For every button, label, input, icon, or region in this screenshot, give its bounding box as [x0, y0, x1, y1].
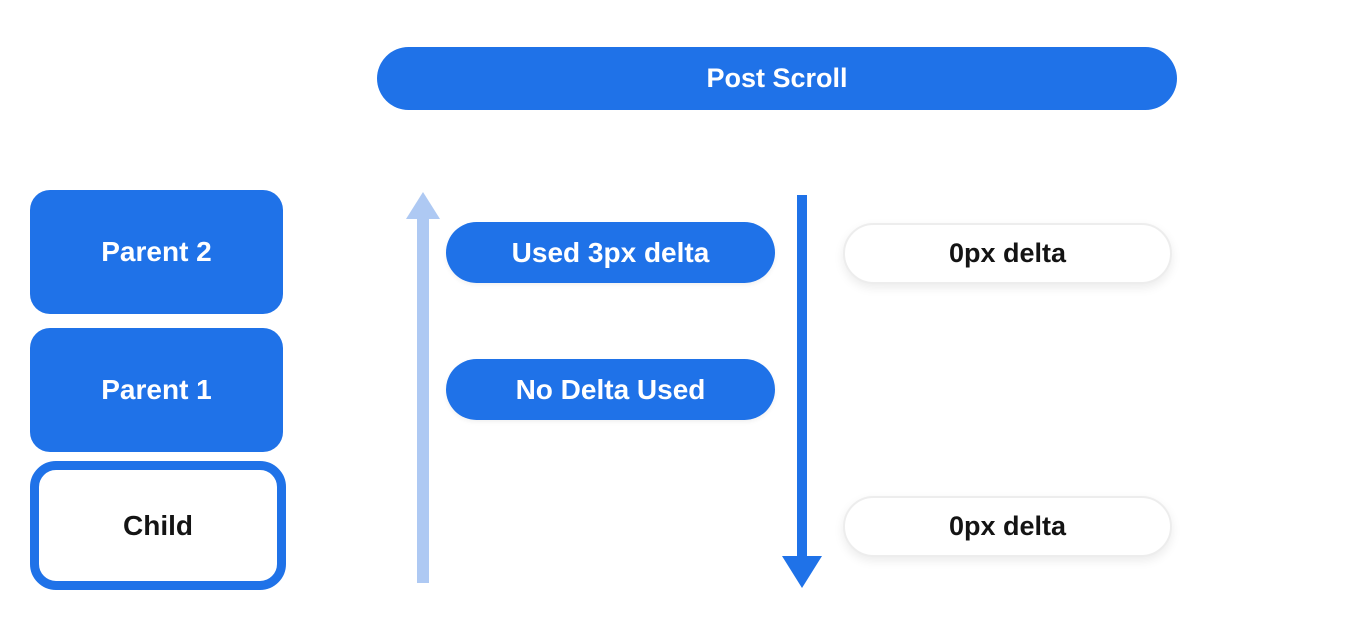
zero-delta-pill-top: 0px delta [843, 223, 1172, 284]
parent-1-box: Parent 1 [30, 328, 283, 452]
down-arrow-line [797, 195, 807, 557]
child-box: Child [30, 461, 286, 590]
up-arrow-head [406, 192, 440, 219]
down-arrow-head [782, 556, 822, 588]
post-scroll-header: Post Scroll [377, 47, 1177, 110]
used-delta-pill: Used 3px delta [446, 222, 775, 283]
up-arrow-line [417, 218, 429, 583]
zero-delta-pill-bottom: 0px delta [843, 496, 1172, 557]
parent-2-box: Parent 2 [30, 190, 283, 314]
no-delta-used-pill: No Delta Used [446, 359, 775, 420]
